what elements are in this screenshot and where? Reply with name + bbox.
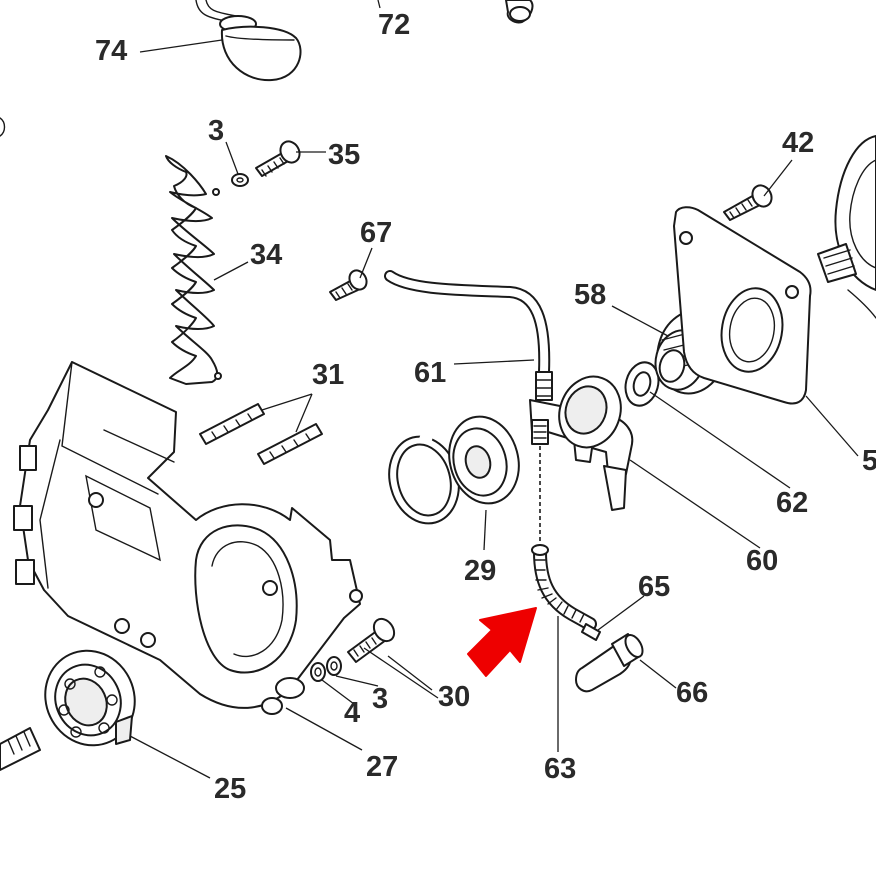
part-31-pins[interactable] — [199, 403, 323, 465]
part-29-circlip[interactable] — [380, 429, 468, 532]
part-60-oil-pump[interactable] — [529, 368, 634, 511]
callout-65: 65 — [638, 571, 670, 603]
callout-30: 30 — [438, 681, 470, 713]
part-61-oil-hose[interactable] — [384, 270, 553, 401]
part-5-cover-plate[interactable] — [673, 206, 812, 405]
callout-31: 31 — [312, 359, 344, 391]
callout-72: 72 — [378, 9, 410, 41]
callout-63: 63 — [544, 753, 576, 785]
callout-67: 67 — [360, 217, 392, 249]
part-72-screw[interactable] — [505, 0, 534, 24]
callout-4: 4 — [344, 697, 360, 729]
red-arrow-pointer — [467, 607, 537, 677]
callout-60: 60 — [746, 545, 778, 577]
callout-35: 35 — [328, 139, 360, 171]
part-62-washer[interactable] — [621, 359, 663, 410]
part-30-screw[interactable] — [347, 615, 398, 663]
part-63-suction-hose[interactable] — [531, 544, 597, 631]
part-29-oil-seal[interactable] — [440, 409, 528, 512]
part-34-spiked-bumper[interactable] — [165, 155, 222, 385]
crankcase-housing[interactable] — [13, 361, 363, 709]
callout-62: 62 — [776, 487, 808, 519]
part-3-washer-top[interactable] — [231, 173, 249, 187]
part-clutch-drum-partial[interactable] — [817, 135, 876, 291]
callout-58: 58 — [574, 279, 606, 311]
callout-66: 66 — [676, 677, 708, 709]
callout-61: 61 — [414, 357, 446, 389]
callout-42: 42 — [782, 127, 814, 159]
callout-27: 27 — [366, 751, 398, 783]
part-65-hose-fitting[interactable] — [581, 623, 601, 641]
part-4-washer[interactable] — [310, 662, 326, 682]
part-74-primer-bulb[interactable] — [195, 0, 302, 82]
callout-5: 5 — [862, 445, 876, 477]
part-35-screw[interactable] — [255, 138, 303, 177]
callout-34: 34 — [250, 239, 282, 271]
part-27-stud[interactable] — [261, 677, 305, 715]
crankshaft-stub[interactable] — [0, 727, 41, 771]
callout-25: 25 — [214, 773, 246, 805]
part-66-oil-filter[interactable] — [575, 632, 646, 693]
callout-29: 29 — [464, 555, 496, 587]
part-67-screw[interactable] — [329, 267, 370, 301]
part-3-washer-bottom[interactable] — [326, 656, 342, 676]
callout-74: 74 — [95, 35, 127, 67]
callout-3-top: 3 — [208, 115, 224, 147]
part-25-ball-bearing[interactable] — [30, 636, 150, 760]
callout-3-bottom: 3 — [372, 683, 388, 715]
part-42-screw[interactable] — [723, 182, 775, 221]
